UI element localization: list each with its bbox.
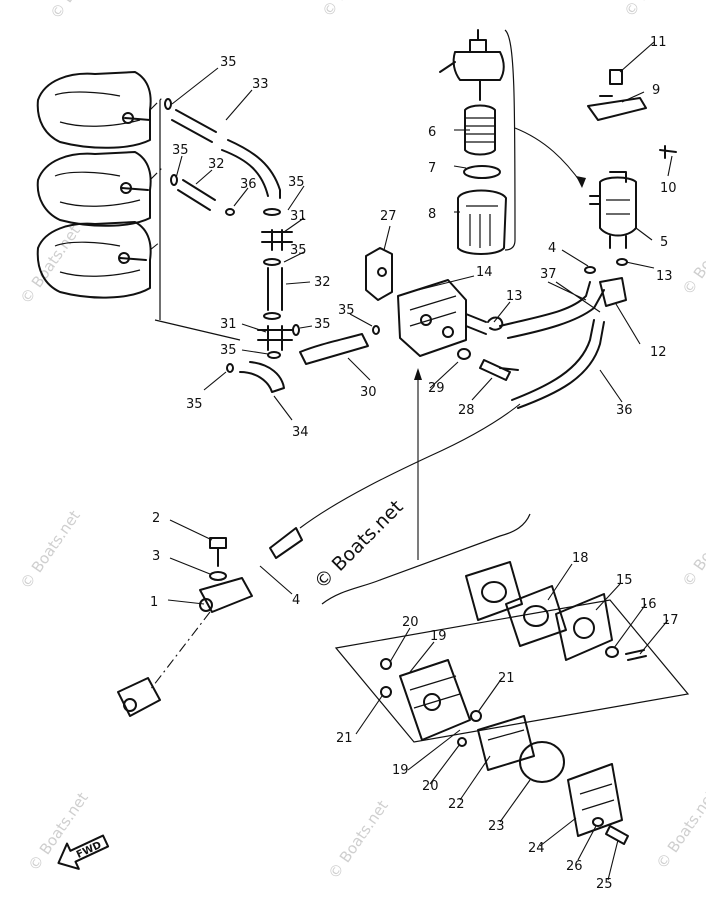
label-part-32: 32 xyxy=(314,275,331,290)
label-part-35: 35 xyxy=(172,143,189,158)
label-part-18: 18 xyxy=(572,551,589,566)
label-part-35: 35 xyxy=(314,317,331,332)
fuel-hoses-right xyxy=(487,258,628,409)
fuel-pump-assembly xyxy=(365,247,519,381)
label-part-35: 35 xyxy=(220,55,237,70)
fuel-filter-assembly xyxy=(439,29,516,255)
label-part-35: 35 xyxy=(338,303,355,318)
label-part-35: 35 xyxy=(220,343,237,358)
primer-fitting-assembly xyxy=(117,527,303,717)
leader-lines xyxy=(167,41,673,881)
label-part-12: 12 xyxy=(650,345,667,360)
label-part-25: 25 xyxy=(596,877,613,892)
label-part-27: 27 xyxy=(380,209,397,224)
label-part-36: 36 xyxy=(616,403,633,418)
label-part-17: 17 xyxy=(662,613,679,628)
watermark-right-mid: © Boats.net xyxy=(679,505,706,590)
watermark-bottom-mid: © Boats.net xyxy=(325,797,392,882)
label-part-5: 5 xyxy=(660,235,668,250)
label-part-37: 37 xyxy=(540,267,557,282)
label-part-34: 34 xyxy=(292,425,309,440)
label-part-3: 3 xyxy=(152,549,160,564)
label-part-35: 35 xyxy=(288,175,305,190)
label-part-9: 9 xyxy=(652,83,660,98)
label-part-4: 4 xyxy=(292,593,300,608)
fuel-filter-mounted xyxy=(587,69,677,249)
label-part-33: 33 xyxy=(252,77,269,92)
label-part-30: 30 xyxy=(360,385,377,400)
watermark-left-mid: © Boats.net xyxy=(17,507,84,592)
watermark-top-right: © Boats.net xyxy=(621,0,688,20)
label-part-23: 23 xyxy=(488,819,505,834)
label-part-7: 7 xyxy=(428,161,436,176)
watermark-top-left: © Boats.net xyxy=(47,0,114,22)
watermark-top-mid: © Boats.net xyxy=(319,0,386,20)
label-part-2: 2 xyxy=(152,511,160,526)
watermark-right-upper: © Boats.net xyxy=(679,213,706,298)
supply-line xyxy=(299,368,521,560)
label-part-35: 35 xyxy=(290,243,307,258)
label-part-15: 15 xyxy=(616,573,633,588)
label-part-8: 8 xyxy=(428,207,436,222)
label-part-24: 24 xyxy=(528,841,545,856)
watermark-layer: © Boats.net © Boats.net © Boats.net © Bo… xyxy=(17,0,706,882)
label-part-6: 6 xyxy=(428,125,436,140)
label-part-22: 22 xyxy=(448,797,465,812)
label-part-19: 19 xyxy=(430,629,447,644)
label-part-11: 11 xyxy=(650,35,667,50)
carburetor-outlines xyxy=(36,71,241,341)
label-part-26: 26 xyxy=(566,859,583,874)
label-part-4: 4 xyxy=(548,241,556,256)
label-part-29: 29 xyxy=(428,381,445,396)
label-part-16: 16 xyxy=(640,597,657,612)
label-part-28: 28 xyxy=(458,403,475,418)
label-part-35: 35 xyxy=(186,397,203,412)
label-part-1: 1 xyxy=(150,595,158,610)
label-part-21: 21 xyxy=(336,731,353,746)
label-part-20: 20 xyxy=(402,615,419,630)
watermark-bottom-right: © Boats.net xyxy=(653,787,706,872)
label-part-32: 32 xyxy=(208,157,225,172)
label-part-31: 31 xyxy=(220,317,237,332)
label-part-10: 10 xyxy=(660,181,677,196)
filter-arrow xyxy=(514,127,583,185)
label-part-13: 13 xyxy=(656,269,673,284)
label-part-14: 14 xyxy=(476,265,493,280)
label-part-21: 21 xyxy=(498,671,515,686)
callout-labels: 35 33 35 32 36 35 31 35 32 31 35 35 35 3… xyxy=(150,35,679,892)
label-part-19: 19 xyxy=(392,763,409,778)
fuel-hoses-left xyxy=(164,98,380,393)
fuel-pump-exploded xyxy=(321,513,690,845)
label-part-20: 20 xyxy=(422,779,439,794)
label-part-31: 31 xyxy=(290,209,307,224)
label-part-13: 13 xyxy=(506,289,523,304)
label-part-36: 36 xyxy=(240,177,257,192)
